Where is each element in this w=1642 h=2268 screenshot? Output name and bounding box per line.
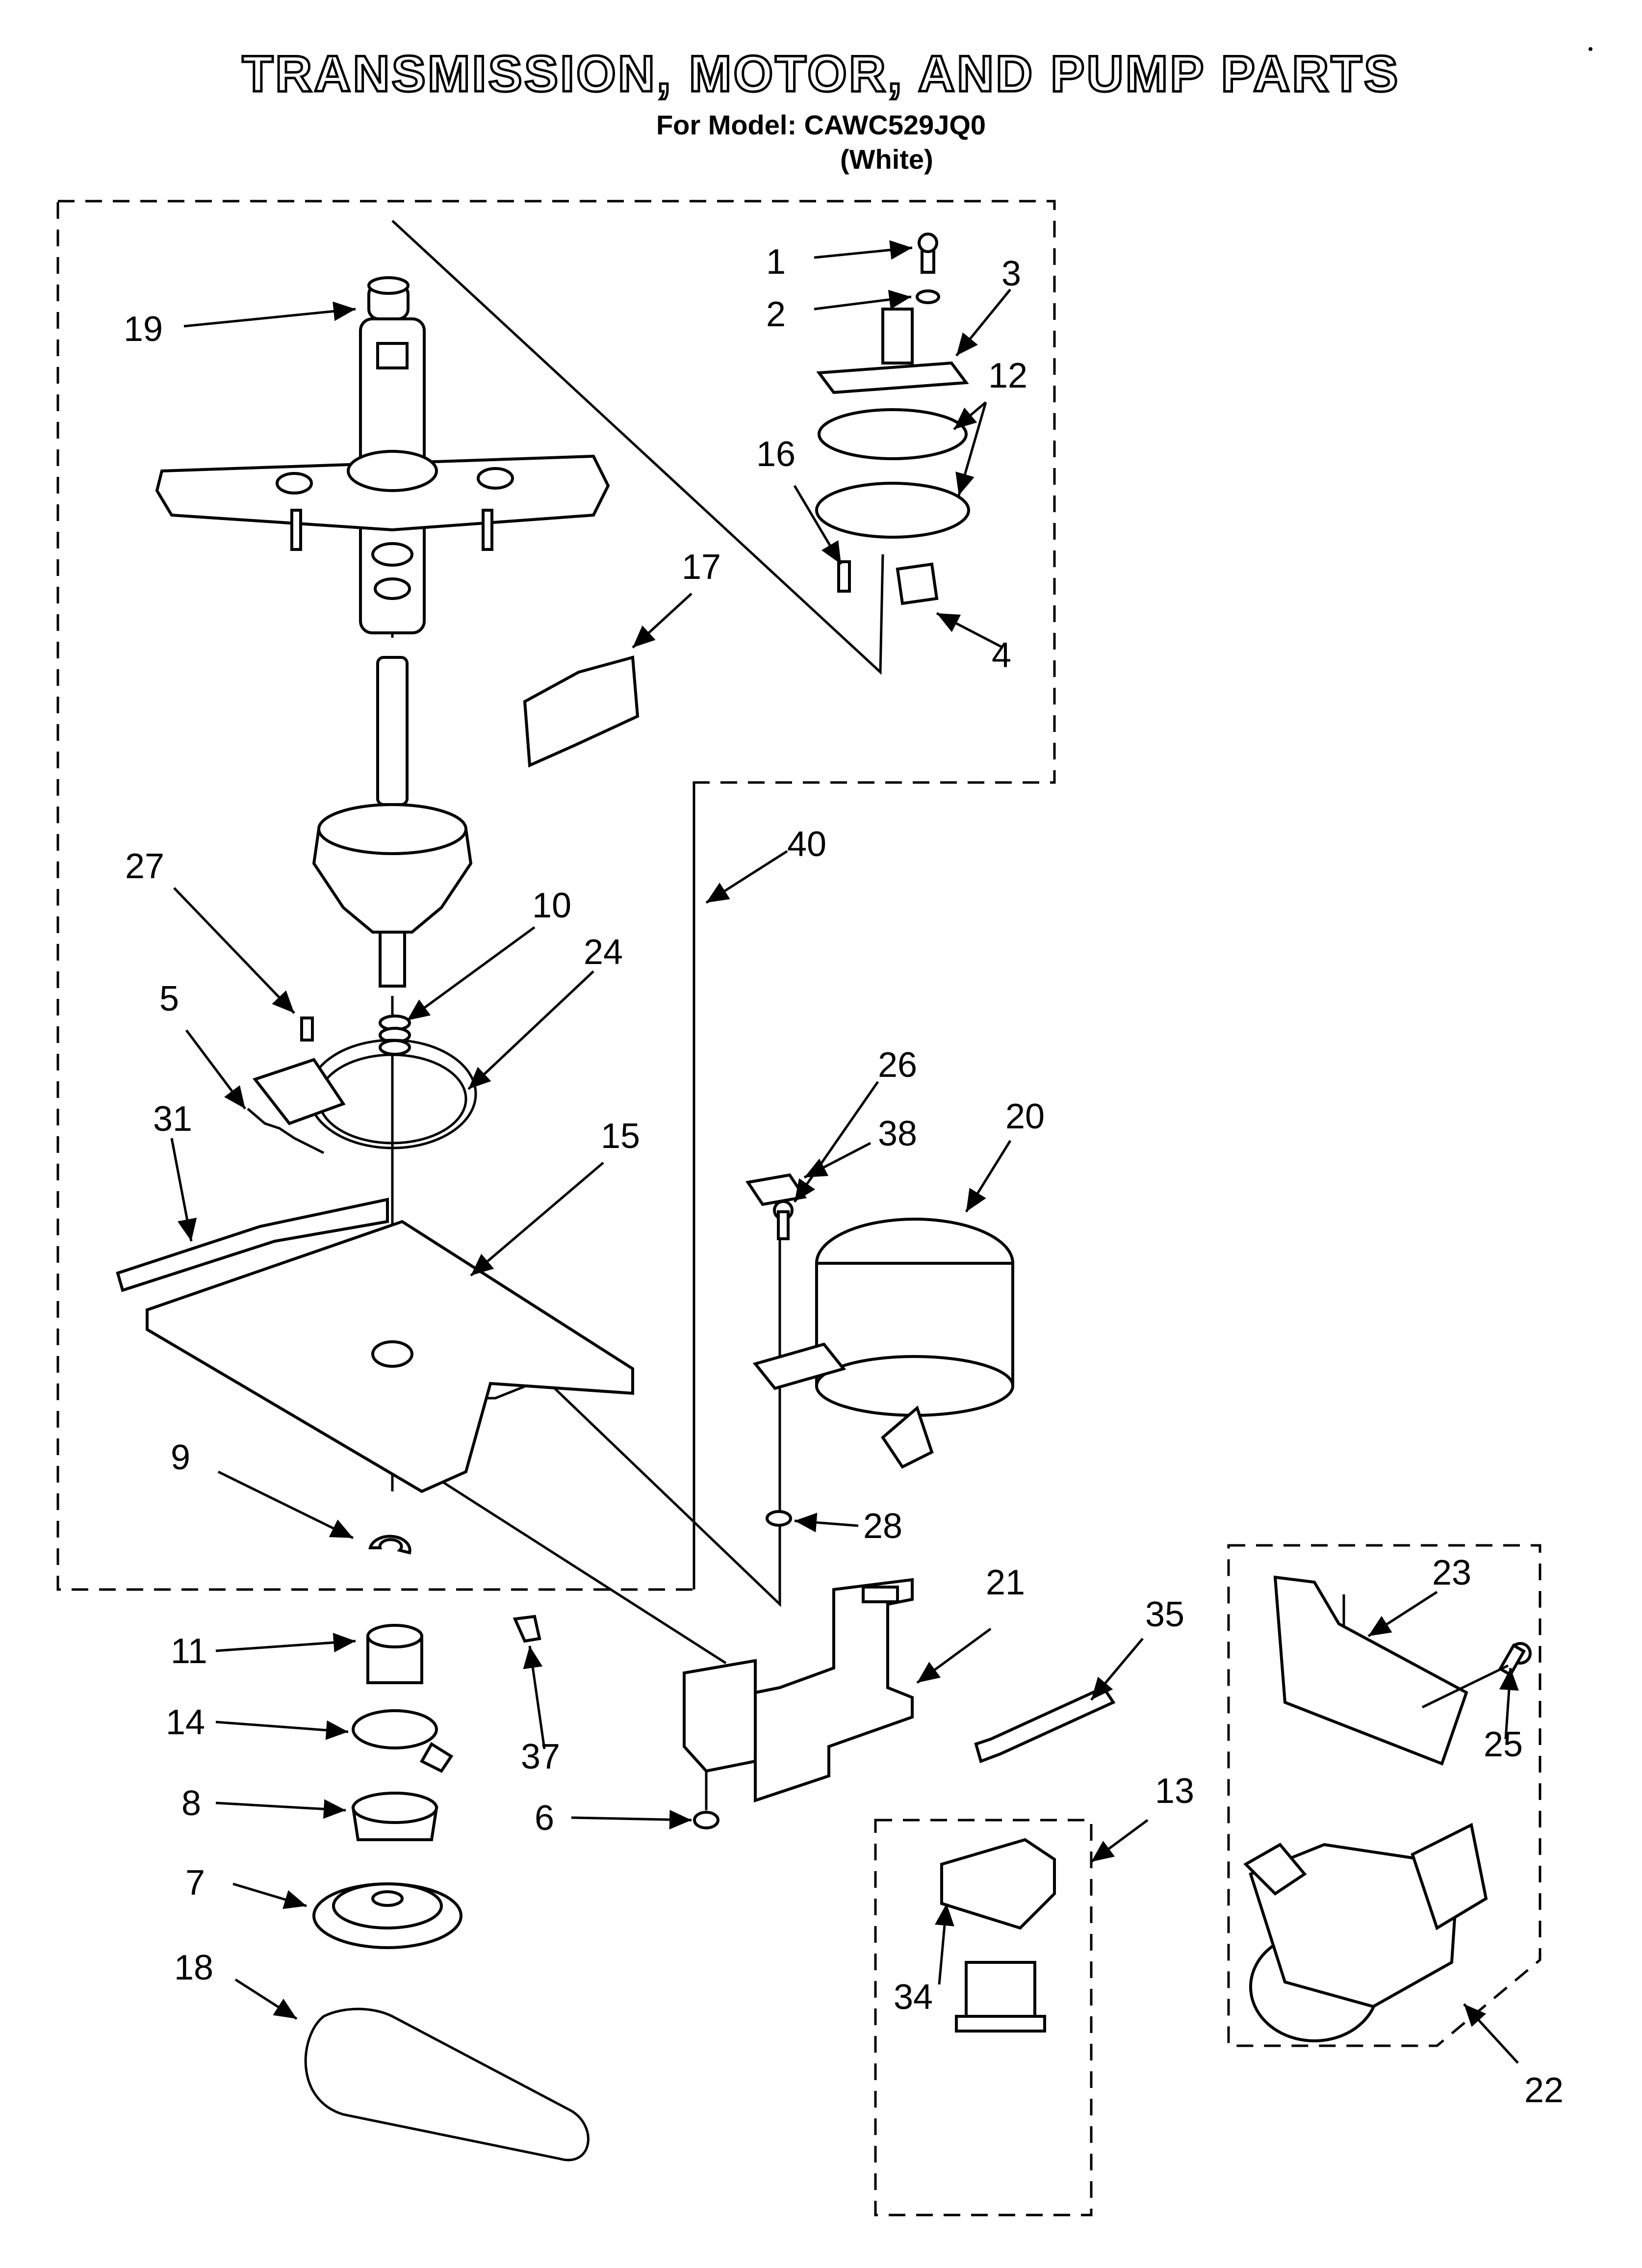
- callout-16: 16: [756, 435, 795, 474]
- callout-21: 21: [986, 1563, 1025, 1602]
- callout-27: 27: [125, 847, 164, 886]
- capacitor-group-outline: [874, 1819, 1093, 2216]
- callout-5: 5: [159, 979, 179, 1018]
- part-16-screw: [837, 560, 851, 593]
- callout-23: 23: [1432, 1553, 1471, 1592]
- part-27-pin: [300, 1017, 314, 1042]
- part-19-seal: [367, 276, 410, 320]
- part-24-brake-band: [253, 1039, 477, 1149]
- part-11-bearing: [366, 1624, 423, 1684]
- page-title: TRANSMISSION, MOTOR, AND PUMP PARTS: [241, 45, 1400, 104]
- callout-9: 9: [171, 1438, 190, 1477]
- callout-18: 18: [174, 1948, 213, 1987]
- part-9-clip: [368, 1535, 411, 1555]
- callout-7: 7: [185, 1863, 205, 1903]
- part-4-clip: [896, 562, 939, 605]
- part-20-motor: [752, 1218, 1014, 1469]
- part-12-gasket-upper: [818, 408, 968, 460]
- callout-19: 19: [124, 310, 163, 349]
- part-17-gasket: [523, 655, 640, 768]
- part-35-cable-tie: [974, 1686, 1116, 1763]
- callout-17: 17: [682, 547, 721, 587]
- callout-24: 24: [584, 933, 623, 972]
- pump-group-outline: [1227, 1544, 1541, 2047]
- part-25-screw: [1498, 1642, 1532, 1677]
- part-14-ring: [352, 1709, 454, 1773]
- callout-10: 10: [532, 886, 571, 925]
- part-21-motor-bracket: [683, 1578, 914, 1803]
- callout-26: 26: [878, 1045, 917, 1085]
- part-10-spring: [379, 1015, 411, 1056]
- callout-8: 8: [181, 1784, 201, 1823]
- part-34-capacitor: [955, 1961, 1046, 2033]
- part-26-screw: [773, 1200, 794, 1240]
- part-12-gasket-lower: [815, 482, 970, 539]
- callout-37: 37: [521, 1737, 560, 1776]
- corner-mark: [1589, 47, 1592, 51]
- part-agitator-hub: [155, 317, 610, 634]
- part-transmission: [312, 656, 473, 988]
- callout-4: 4: [992, 636, 1011, 675]
- callout-40: 40: [787, 825, 826, 864]
- callout-labels: 1 2 3 12 16 4 19 17 40 27 10 24 5 31 15 …: [124, 242, 1564, 2110]
- part-37-clip: [513, 1615, 541, 1643]
- part-2-washer: [916, 289, 940, 304]
- callout-20: 20: [1005, 1097, 1045, 1136]
- callout-12: 12: [988, 356, 1027, 395]
- callout-25: 25: [1484, 1725, 1523, 1764]
- part-13-cover: [940, 1838, 1056, 1930]
- part-5-spring: [247, 1108, 325, 1154]
- part-31-strap: [116, 1198, 389, 1292]
- part-7-pulley: [312, 1882, 462, 1949]
- callout-2: 2: [766, 295, 786, 334]
- callout-14: 14: [166, 1703, 205, 1742]
- callout-34: 34: [894, 1978, 933, 2017]
- callout-6: 6: [535, 1799, 554, 1838]
- callout-38: 38: [878, 1114, 917, 1153]
- callout-31: 31: [153, 1099, 192, 1139]
- part-22-pump: [1243, 1823, 1488, 2042]
- part-23-pump-bracket: [1273, 1575, 1468, 1766]
- base-plate-hole: [371, 1340, 413, 1368]
- callout-15: 15: [601, 1117, 640, 1156]
- model-color: (White): [840, 144, 933, 175]
- part-1-screw: [918, 233, 938, 274]
- callout-35: 35: [1145, 1595, 1184, 1634]
- leader-arrows: [170, 240, 1519, 2064]
- model-number: For Model: CAWC529JQ0: [656, 109, 986, 140]
- callout-3: 3: [1001, 254, 1021, 293]
- callout-13: 13: [1155, 1772, 1194, 1811]
- part-18-belt: [304, 2007, 590, 2162]
- part-28-grommet: [766, 1510, 792, 1527]
- callout-22: 22: [1524, 2071, 1564, 2110]
- callout-1: 1: [766, 242, 786, 282]
- part-3-mount: [816, 308, 969, 394]
- callout-28: 28: [863, 1507, 902, 1546]
- callout-11: 11: [171, 1632, 207, 1671]
- part-8-clutch: [351, 1792, 438, 1841]
- part-6-grommet: [693, 1811, 719, 1829]
